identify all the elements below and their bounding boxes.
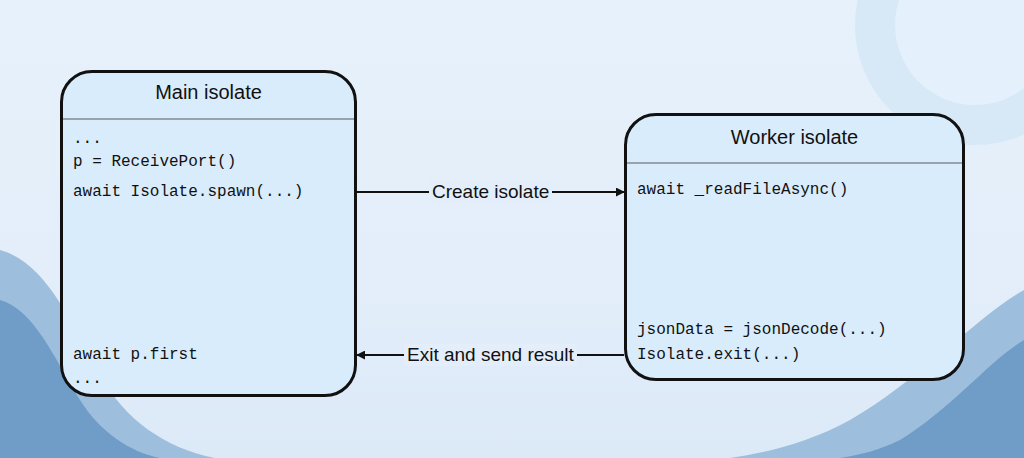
isolate-box: Worker isolate await _readFileAsync()json…	[624, 113, 965, 381]
code-line: Isolate.exit(...)	[637, 346, 800, 364]
code-line: ...	[73, 130, 102, 148]
code-line: p = ReceivePort()	[73, 153, 236, 171]
code-line: await _readFileAsync()	[637, 181, 848, 199]
arrow-label: Create isolate	[429, 181, 552, 203]
code-line: await p.first	[73, 346, 198, 364]
header-divider	[63, 118, 354, 120]
isolate-box: Main isolate... p = ReceivePort() await Is…	[60, 70, 357, 397]
arrow-label: Exit and send result	[404, 344, 577, 366]
code-line: await Isolate.spawn(...)	[73, 183, 303, 201]
code-line: ...	[73, 370, 102, 388]
box-heading: Worker isolate	[627, 126, 962, 149]
code-line: jsonData = jsonDecode(...)	[637, 321, 887, 339]
corner-circle-inner	[895, 0, 1024, 105]
box-heading: Main isolate	[63, 81, 354, 104]
header-divider	[627, 162, 962, 164]
